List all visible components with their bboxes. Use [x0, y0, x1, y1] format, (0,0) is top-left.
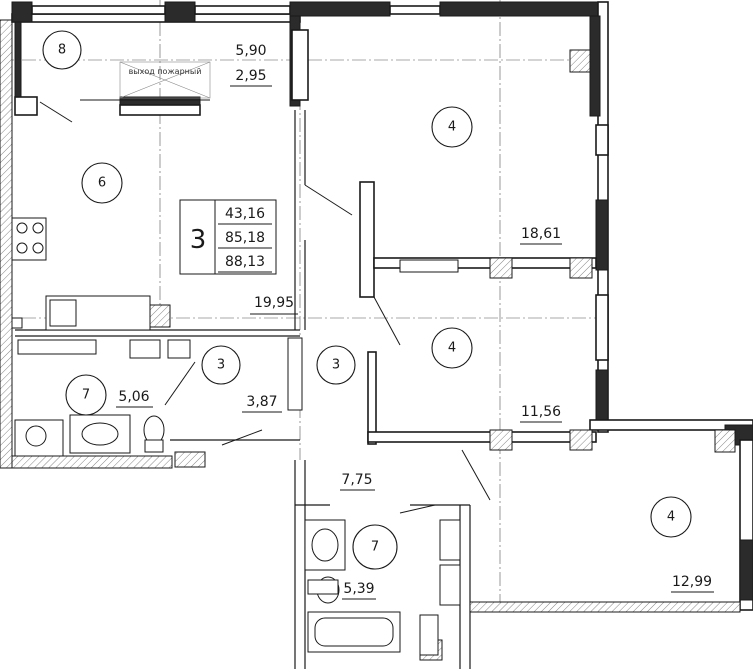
bathroom-2-fixtures	[304, 519, 461, 656]
loggia-partition	[14, 15, 309, 116]
room-area-bedroom-2: 11,56	[521, 404, 561, 420]
room-number-bedroom-3: 4	[667, 510, 675, 525]
living-area: 43,16	[225, 206, 265, 222]
room-number-bedroom-1: 4	[448, 120, 456, 135]
kitchen-fixtures	[11, 217, 151, 331]
loggia-full-area: 5,90	[235, 43, 266, 59]
room-number-kitchen: 6	[98, 176, 106, 191]
summary-block: 3 43,16 85,18 88,13	[179, 199, 277, 275]
room-number-bathroom-2: 7	[371, 540, 379, 555]
total-area: 85,18	[225, 230, 265, 246]
room-area-bedroom-1: 18,61	[521, 226, 561, 242]
total-area-with-loggia: 88,13	[225, 254, 265, 270]
room-area-hall-1: 3,87	[246, 394, 277, 410]
room-labels: 8 6 19,95 4 18,61 4 11,56 4 12,99 3 3,87…	[42, 30, 714, 600]
room-number-bathroom-1: 7	[82, 388, 90, 403]
room-number-bedroom-2: 4	[448, 341, 456, 356]
exit-label: выход пожарный	[129, 67, 202, 76]
loggia-areas: 5,90 2,95	[230, 43, 272, 87]
room-count: 3	[190, 225, 207, 255]
room-area-kitchen: 19,95	[254, 295, 294, 311]
room-area-bathroom-1: 5,06	[118, 389, 149, 405]
room-number-loggia: 8	[58, 43, 66, 58]
room-area-hall-2: 7,75	[341, 472, 372, 488]
room-number-hall-2: 3	[332, 358, 340, 373]
columns	[149, 49, 736, 661]
room-area-bathroom-2: 5,39	[343, 581, 374, 597]
room-number-hall-1: 3	[217, 358, 225, 373]
left-wall	[0, 19, 173, 469]
doors	[39, 101, 491, 514]
room-area-bedroom-3: 12,99	[672, 574, 712, 590]
bathroom-1-fixtures	[14, 337, 303, 457]
electrical-panels	[399, 259, 459, 273]
loggia-area: 2,95	[235, 68, 266, 84]
